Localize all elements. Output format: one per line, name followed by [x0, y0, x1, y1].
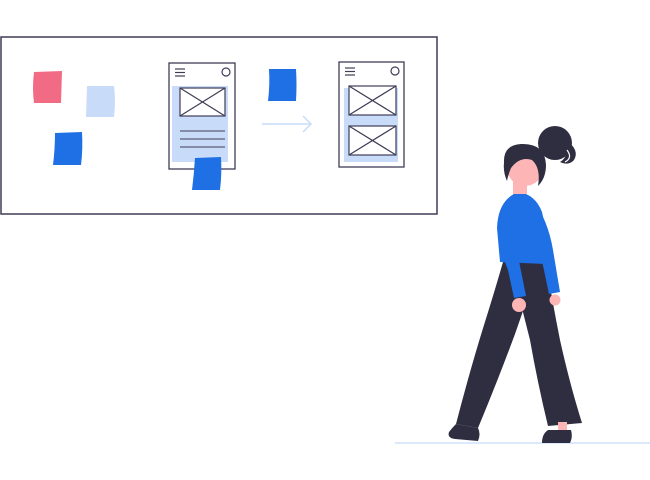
sticky-note-blue-top: [268, 69, 297, 101]
sticky-note-blue: [53, 132, 83, 165]
back-arm: [499, 210, 526, 298]
whiteboard: [0, 36, 438, 215]
menu-icon: [175, 68, 185, 77]
wireframe-page-2: [338, 61, 405, 168]
front-leg: [510, 262, 582, 426]
hair-tail-highlight: [564, 149, 571, 163]
wireframe-frame: [338, 61, 405, 168]
front-shoe: [542, 430, 572, 443]
image-placeholder-icon: [348, 85, 397, 116]
arrow-right-icon: [262, 115, 313, 133]
woman-figure: [448, 126, 582, 443]
sticky-note-pink: [33, 71, 62, 103]
hair-bun: [538, 126, 572, 160]
back-hand: [512, 298, 526, 312]
sticky-note-blue-overlap: [192, 157, 222, 190]
wireframe-page-1: [168, 62, 236, 190]
image-placeholder-icon: [179, 87, 226, 117]
text-lines: [180, 130, 225, 148]
front-hand: [549, 294, 561, 306]
ankle: [558, 422, 567, 432]
circle-icon: [390, 66, 400, 76]
sticky-note-light-blue: [86, 86, 115, 117]
circle-icon: [221, 67, 231, 77]
menu-icon: [345, 67, 355, 76]
back-shoe: [448, 424, 480, 441]
hair: [503, 143, 546, 186]
front-arm: [527, 198, 560, 294]
image-placeholder-icon: [348, 125, 397, 156]
